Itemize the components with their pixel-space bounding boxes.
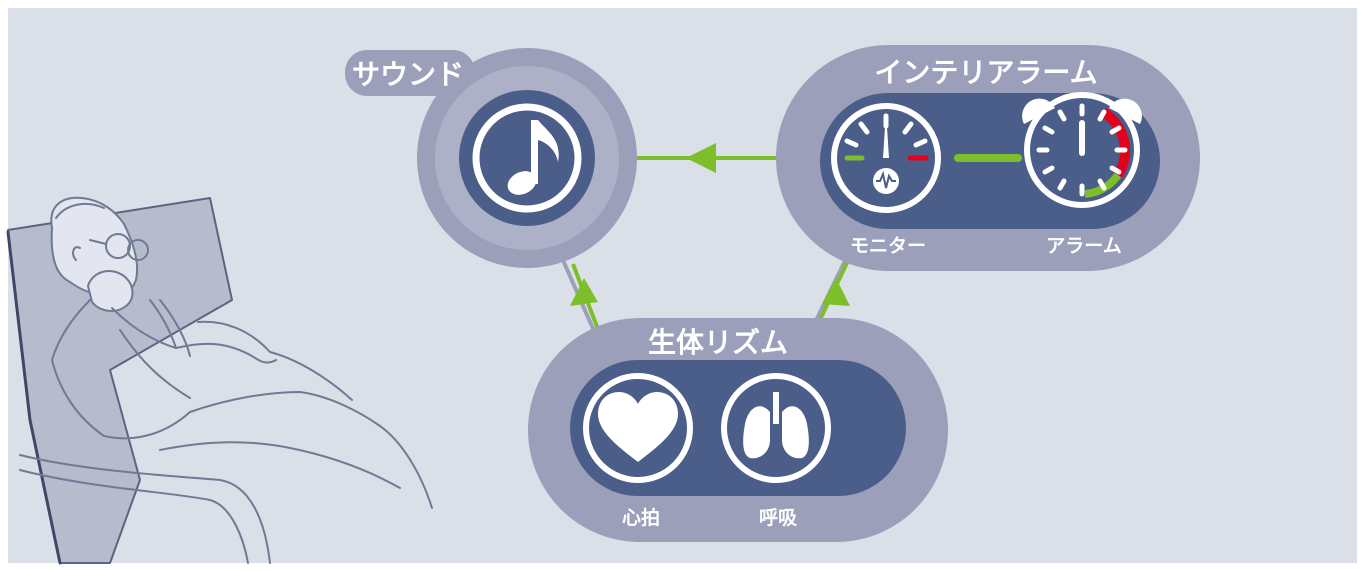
biorhythm-node: 生体リズム 心拍 呼吸 — [528, 318, 948, 542]
sound-title: サウンド — [352, 58, 464, 91]
sound-title-tab — [345, 50, 475, 96]
interior-alarm-title: インテリアラーム — [874, 56, 1097, 89]
monitor-label: モニター — [850, 235, 926, 257]
heart-label: 心拍 — [622, 506, 660, 529]
heart-icon — [583, 373, 693, 483]
interior-alarm-node: インテリアラーム — [776, 45, 1200, 271]
lungs-icon — [721, 373, 831, 483]
gauge-heartbeat-icon — [831, 103, 941, 213]
lungs-label: 呼吸 — [759, 507, 798, 529]
alarm-label: アラーム — [1046, 235, 1121, 257]
music-note-icon — [507, 120, 559, 195]
sound-node: サウンド — [345, 48, 637, 268]
sleeping-man-in-chair-icon — [6, 196, 433, 565]
arrow-up-icon — [822, 278, 850, 306]
biorhythm-title: 生体リズム — [648, 326, 788, 359]
alarm-clock-icon — [1022, 92, 1142, 208]
arrow-up-icon — [570, 278, 598, 306]
arrow-left-icon — [686, 143, 716, 173]
